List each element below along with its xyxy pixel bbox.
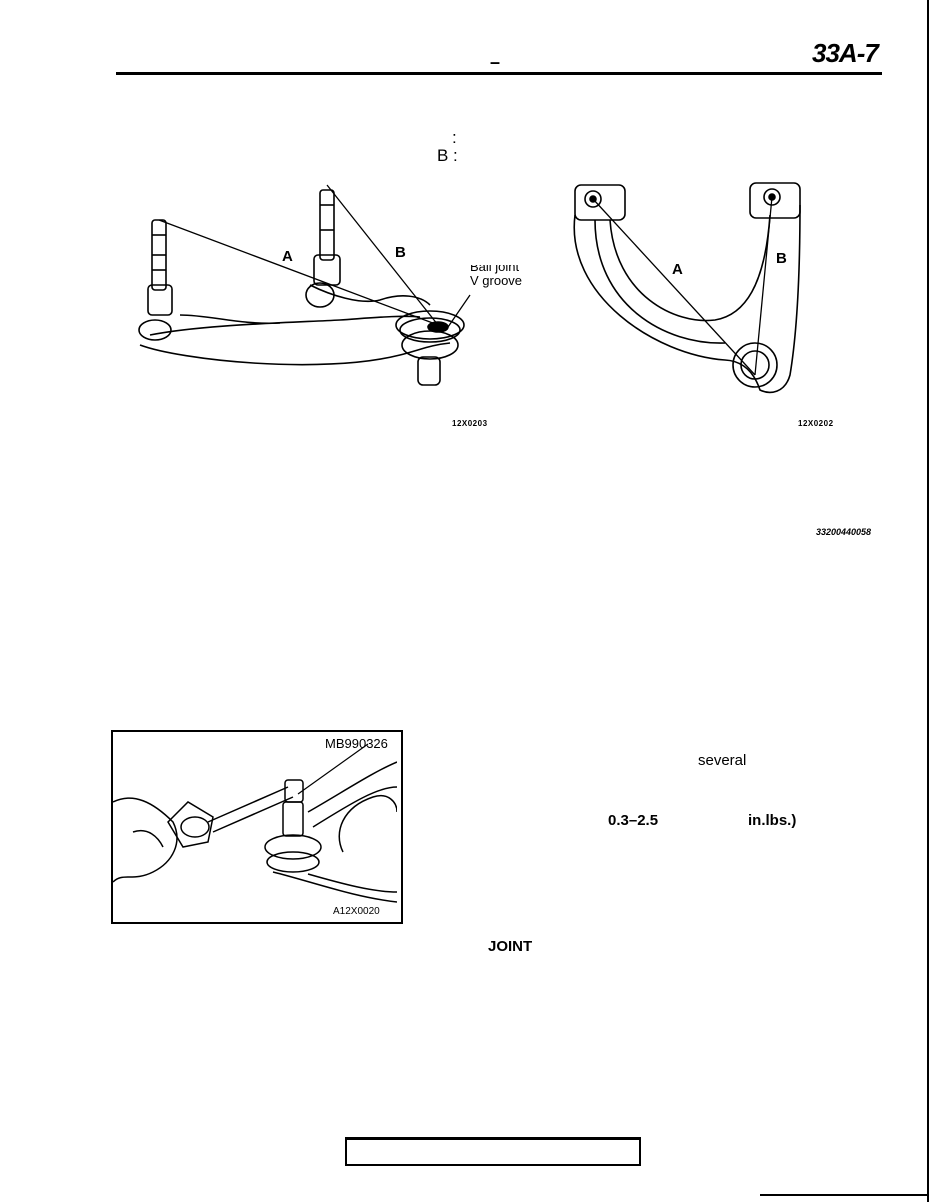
legend-line-b: B : (437, 146, 458, 165)
tool-illustration (113, 743, 397, 903)
right-figure-label-b: B (776, 250, 787, 267)
right-figure-label-a: A (672, 261, 683, 278)
ball-joint-callout: Ball joint (470, 259, 520, 274)
page-edge-rule (927, 0, 929, 1202)
left-arm-illustration (138, 184, 471, 386)
left-figure-label-b: B (395, 244, 406, 261)
right-figure-code: 12X0202 (798, 419, 834, 428)
tool-label: MB990326 (325, 736, 388, 751)
header-dash: – (490, 52, 501, 72)
v-groove-callout: V groove (470, 273, 523, 288)
bottom-rule (760, 1194, 928, 1196)
torque-unit: in.lbs.) (748, 812, 797, 829)
document-code: 33200440058 (816, 527, 872, 537)
footer-box (345, 1137, 641, 1166)
torque-value: 0.3–2.5 (608, 812, 659, 829)
text-several: several (698, 752, 747, 769)
tool-photo-frame (111, 730, 403, 924)
section-heading-joint: JOINT (488, 938, 533, 955)
left-figure-code: 12X0203 (452, 419, 488, 428)
header-rule (116, 72, 882, 75)
page-number: 33A-7 (812, 38, 879, 68)
right-arm-illustration (573, 182, 801, 394)
photo-code: A12X0020 (333, 906, 380, 917)
left-figure-label-a: A (282, 248, 293, 265)
legend-line-a: : (452, 128, 457, 147)
